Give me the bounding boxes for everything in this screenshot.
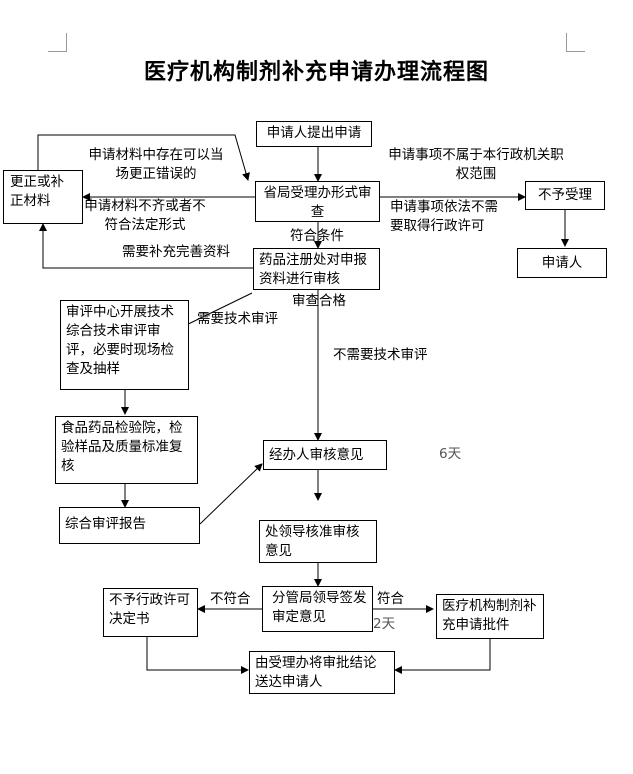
box-review-report: 综合审评报告 (59, 507, 200, 544)
box-correct-materials: 更正或补正材料 (3, 170, 83, 224)
label-conform-2: 符合 (377, 591, 404, 607)
label-days-6: 6天 (439, 446, 462, 462)
arrow-registration-to-correct (39, 223, 253, 269)
box-apply: 申请人提出申请 (256, 121, 372, 147)
label-passed: 审查合格 (292, 293, 346, 309)
label-incomplete: 申请材料不齐或者不符合法定形式 (84, 198, 206, 233)
box-no-permit-decision: 不予行政许可决定书 (103, 588, 198, 637)
page-corner-mark-right (566, 33, 585, 52)
box-deliver-result: 由受理办将审批结论送达申请人 (249, 651, 395, 694)
arrow-correct-to-provincial (37, 134, 250, 181)
box-reject: 不予受理 (525, 181, 605, 210)
label-conform: 符合条件 (290, 228, 344, 244)
box-handler-opinion: 经办人审核意见 (263, 440, 387, 470)
label-not-scope: 申请事项不属于本行政机关职权范围 (388, 147, 564, 182)
box-leader-signoff: 分管局领导签发审定意见 (262, 586, 373, 632)
box-registration-review: 药品注册处对申报资料进行审核 (253, 248, 380, 290)
page-corner-mark-left (48, 33, 67, 52)
label-no-review: 不需要技术审评 (333, 347, 428, 363)
box-approval-document: 医疗机构制剂补充申请批件 (436, 594, 544, 639)
label-not-conform: 不符合 (210, 591, 251, 607)
box-evaluation-center: 审评中心开展技术综合技术审评审评，必要时现场检查及抽样 (60, 300, 189, 390)
page-title: 医疗机构制剂补充申请办理流程图 (143, 60, 489, 85)
box-inspection-institute: 食品药品检验院，检验样品及质量标准复核 (55, 416, 198, 484)
box-division-approval: 处领导核准审核意见 (259, 520, 377, 563)
label-days-2: 2天 (373, 616, 396, 632)
arrow-approval-to-deliver (394, 639, 491, 674)
arrow-report-to-handler (199, 463, 263, 525)
label-no-permit-needed: 申请事项依法不需要取得行政许可 (390, 199, 498, 234)
arrow-no-permit-to-deliver (146, 637, 249, 674)
label-correctable: 申请材料中存在可以当场更正错误的 (88, 147, 224, 182)
box-applicant: 申请人 (517, 248, 607, 278)
box-provincial-review: 省局受理办形式审查 (255, 181, 380, 222)
label-supplement: 需要补充完善资料 (122, 244, 230, 260)
label-need-review: 需要技术审评 (197, 311, 278, 327)
